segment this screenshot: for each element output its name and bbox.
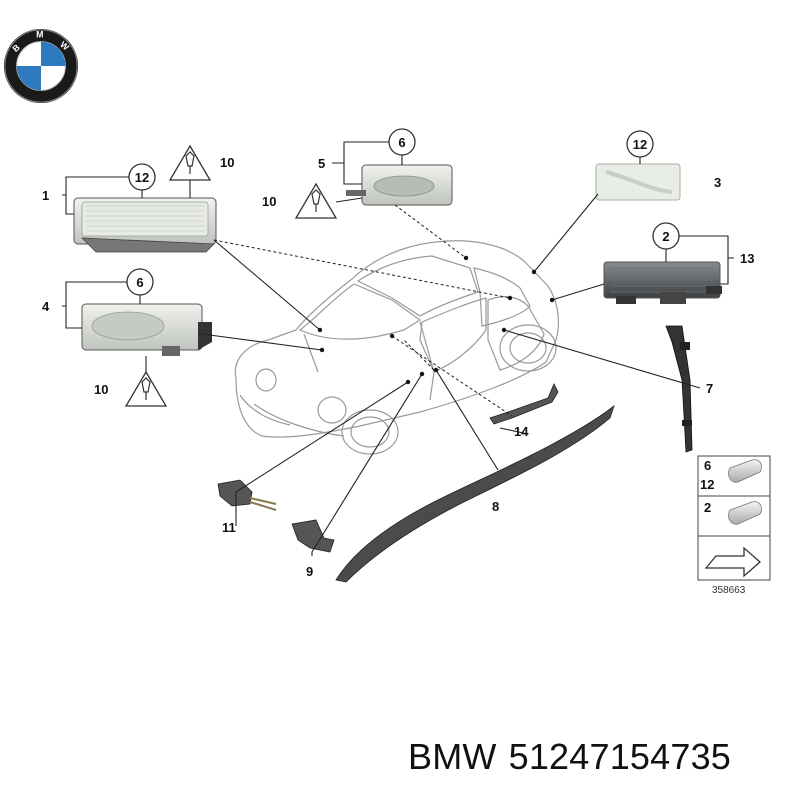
callout-8: 8: [492, 499, 499, 514]
brand-caption: BMW 51247154735: [408, 736, 731, 778]
brand-name: BMW: [408, 736, 497, 777]
callout-7: 7: [706, 381, 713, 396]
callout-12-part1: 12: [135, 170, 149, 185]
lamp-part-4: [81, 303, 212, 356]
callout-1: 1: [42, 188, 49, 203]
bulb-legend: [697, 455, 771, 581]
leader-lines: [62, 141, 734, 556]
drawing-number: 358663: [712, 585, 746, 596]
diagram-svg: 1 12 10 5 6 10 12 3 2 13 4 6 10 7 14 8 1…: [42, 128, 771, 596]
warning-triangle-icon: [168, 144, 212, 181]
callout-6-part4: 6: [136, 275, 143, 290]
part-number: 51247154735: [508, 736, 732, 777]
legend-label-6: 6: [704, 458, 711, 473]
callout-10-top: 10: [262, 194, 276, 209]
lamp-part-6-top: [346, 164, 453, 206]
legend-label-2: 2: [704, 500, 711, 515]
callout-6-top: 6: [398, 135, 405, 150]
lamp-part-2: [603, 261, 722, 304]
callout-10-part1: 10: [220, 155, 234, 170]
callout-3: 3: [714, 175, 721, 190]
logo-letter-b: B: [11, 42, 22, 54]
car-outline: [234, 240, 560, 455]
lamp-part-7: [665, 325, 693, 453]
callout-14: 14: [514, 424, 529, 439]
callout-2: 2: [662, 229, 669, 244]
callout-13: 13: [740, 251, 754, 266]
warning-triangle-icon: [124, 370, 168, 407]
arrow-icon: [704, 546, 761, 578]
lamp-part-11: [217, 479, 277, 511]
callout-11: 11: [222, 520, 236, 535]
callout-5: 5: [318, 156, 325, 171]
bulb-icon: [728, 459, 762, 483]
leader-dots: [317, 255, 555, 385]
lamp-part-1: [73, 197, 217, 253]
lamp-part-9: [291, 519, 335, 553]
legend-label-12: 12: [700, 477, 714, 492]
callout-9: 9: [306, 564, 313, 579]
callout-10-part4: 10: [94, 382, 108, 397]
lamp-part-8: [335, 404, 615, 583]
logo-letter-m: M: [36, 30, 43, 40]
lamp-part-14: [489, 383, 559, 425]
warning-triangle-icon: [294, 182, 338, 219]
lamp-part-3: [595, 163, 681, 201]
bulb-icon: [728, 501, 762, 525]
bmw-logo-icon: B M W: [3, 28, 79, 104]
callout-12-part3: 12: [633, 137, 647, 152]
callout-4: 4: [42, 299, 50, 314]
